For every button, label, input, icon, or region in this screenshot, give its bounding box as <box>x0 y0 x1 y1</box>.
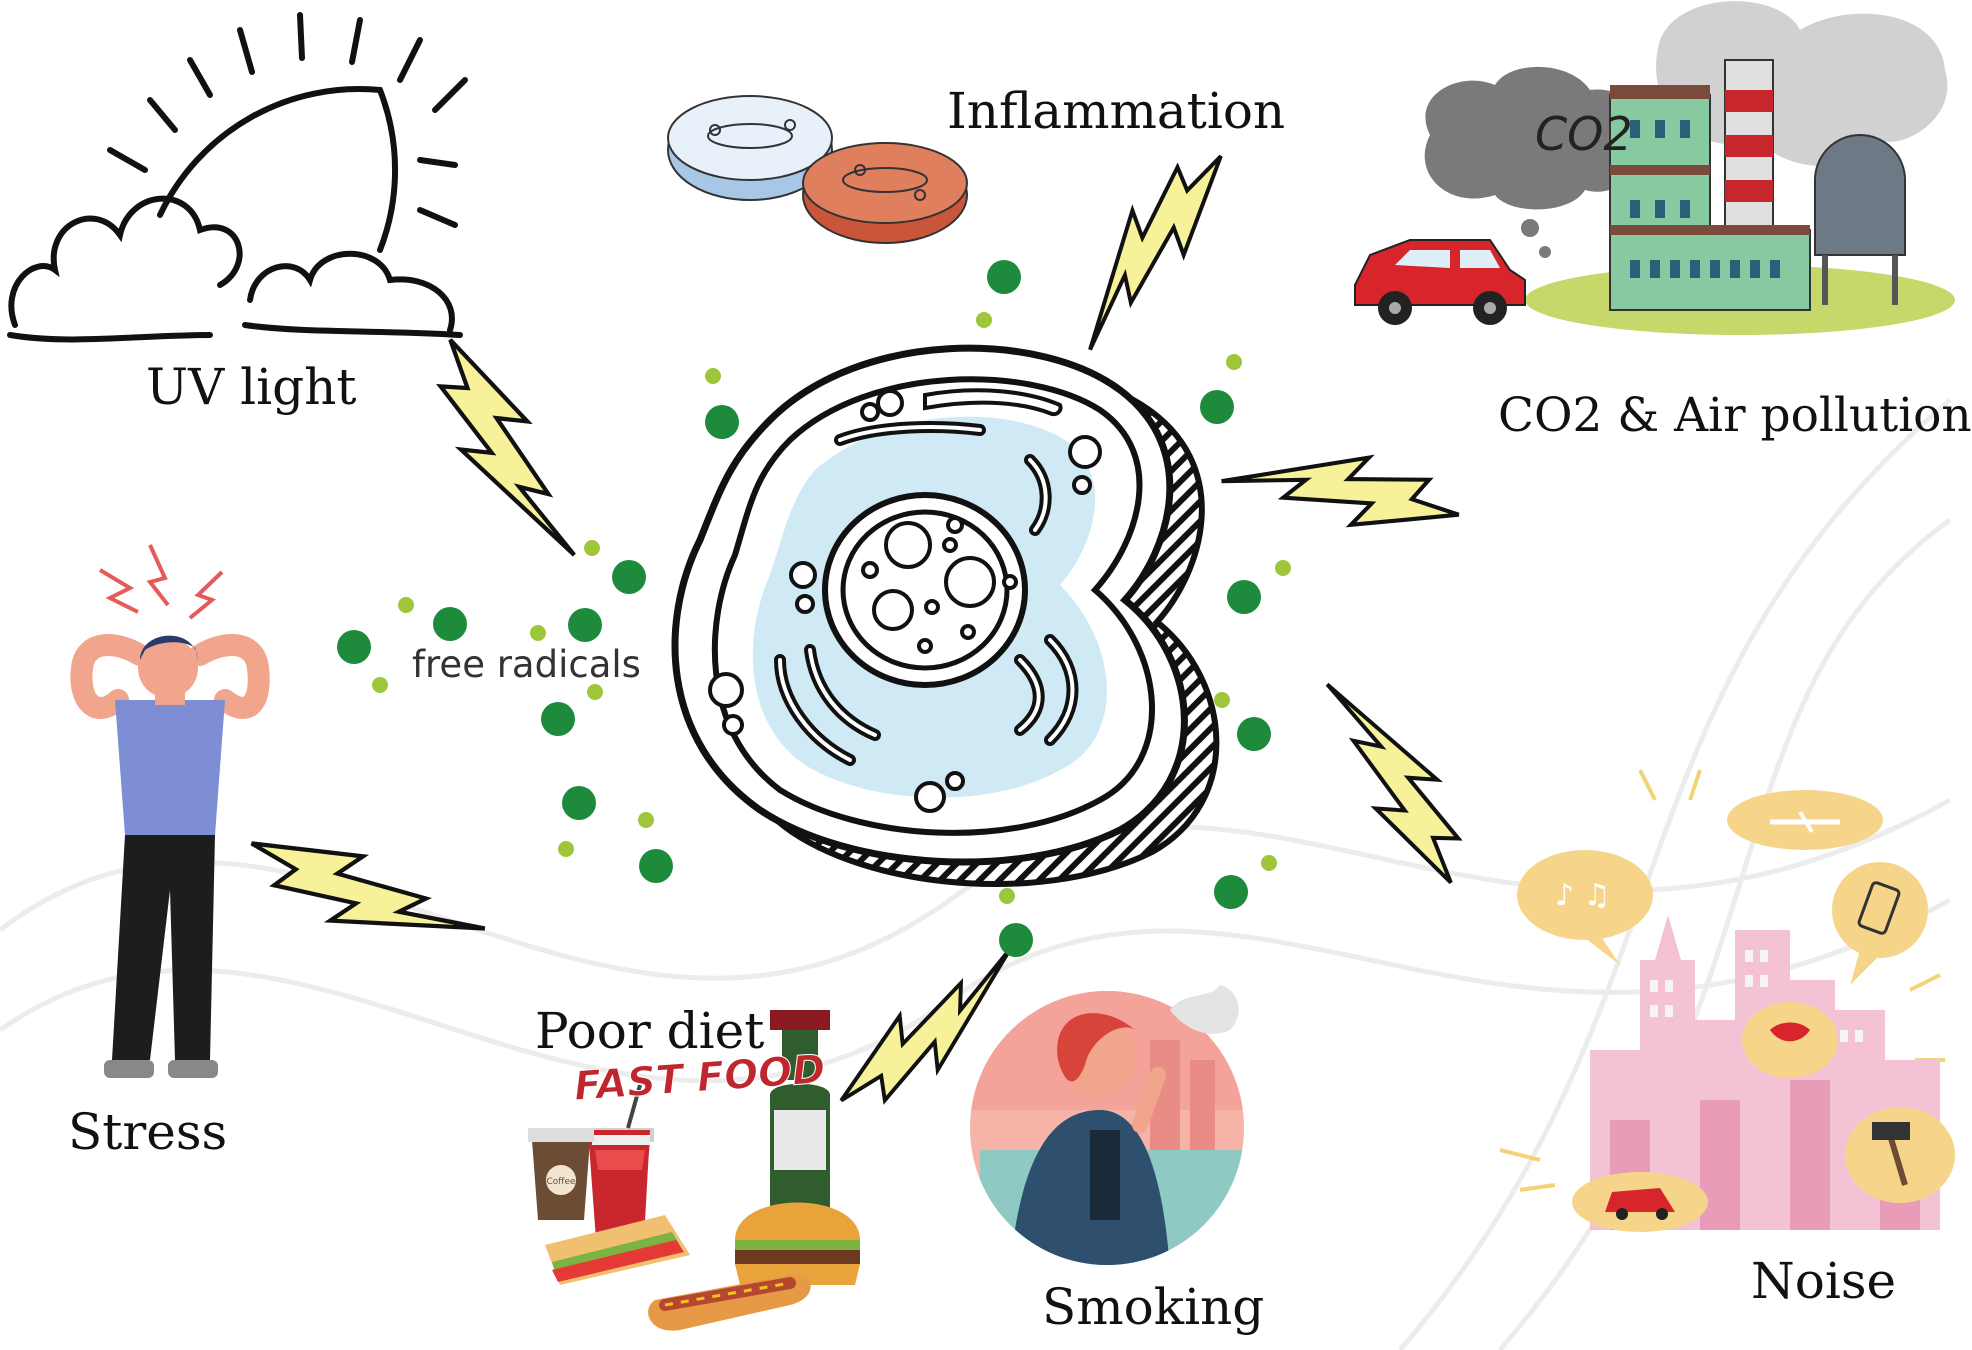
co2-badge: CO2 <box>1535 107 1633 161</box>
bolt-noise <box>1278 684 1500 882</box>
factory-pollution-icon <box>1354 1 1955 335</box>
bolt-stress <box>252 783 485 989</box>
stressed-person-icon <box>70 544 270 1078</box>
free-radical-dots <box>337 260 1291 957</box>
label-uv-light: UV light <box>146 358 357 416</box>
label-co2-air-pollution: CO2 & Air pollution <box>1498 388 1972 443</box>
label-free-radicals: free radicals <box>412 643 641 686</box>
bolt-uv <box>393 340 632 555</box>
label-stress: Stress <box>68 1103 228 1161</box>
label-inflammation: Inflammation <box>947 82 1286 140</box>
bolt-pollution <box>1222 387 1459 609</box>
coffee-cup-label: Coffee <box>546 1177 576 1187</box>
label-poor-diet: Poor diet <box>535 1002 765 1060</box>
label-smoking: Smoking <box>1042 1278 1265 1336</box>
label-noise: Noise <box>1751 1252 1897 1310</box>
smoking-woman-icon <box>970 985 1244 1265</box>
fast-food-icon <box>528 1010 860 1331</box>
svg-text:♪ ♫: ♪ ♫ <box>1555 878 1611 913</box>
bolt-inflammation <box>1077 156 1233 350</box>
city-noise-icon: ♪ ♫ <box>1499 769 1955 1232</box>
inflamed-cells-icon <box>667 95 968 244</box>
sun-cloud-icon <box>7 12 468 343</box>
cell-icon <box>671 344 1220 887</box>
